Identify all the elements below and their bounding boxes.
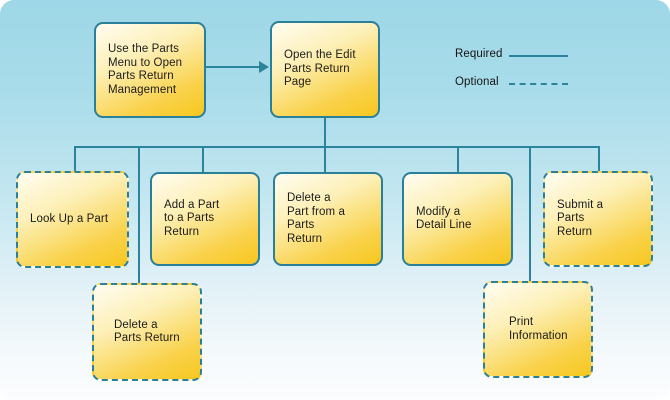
connector-drop-submit: [598, 146, 600, 173]
flow-node-delete-parts-return: Delete a Parts Return: [92, 283, 202, 381]
flow-node-label: Use the Parts Menu to Open Parts Return …: [108, 43, 183, 96]
arrow-shaft: [206, 66, 261, 68]
connector-drop-delete-parts-return: [138, 146, 140, 285]
flow-node-label: Print Information: [509, 316, 568, 342]
flow-node-label: Open the Edit Parts Return Page: [284, 49, 356, 89]
flow-node-print-information: Print Information: [483, 281, 593, 378]
connector-trunk: [74, 146, 600, 148]
flow-node-delete-part-from: Delete a Part from a Parts Return: [273, 172, 383, 266]
flow-node-use-parts-menu: Use the Parts Menu to Open Parts Return …: [94, 22, 206, 118]
flow-node-label: Submit a Parts Return: [557, 198, 604, 238]
legend-required-line: [509, 55, 568, 57]
connector-drop-modify: [457, 146, 459, 174]
legend-optional-label: Optional: [455, 76, 499, 88]
connector-drop-print-information: [529, 146, 531, 283]
arrow-right-icon: [259, 61, 269, 73]
connector-drop-look-up: [74, 146, 76, 173]
flow-node-label: Look Up a Part: [30, 212, 109, 225]
flow-node-modify-detail-line: Modify a Detail Line: [402, 172, 513, 266]
connector-drop-add-part: [202, 146, 204, 174]
flow-node-submit-parts-return: Submit a Parts Return: [543, 171, 653, 267]
legend-required-label: Required: [455, 48, 503, 60]
flow-node-label: Add a Part to a Parts Return: [164, 198, 220, 238]
flow-node-look-up-part: Look Up a Part: [16, 171, 129, 268]
flow-node-label: Modify a Detail Line: [416, 205, 472, 232]
legend-optional-line: [509, 83, 568, 85]
flow-node-open-edit-parts-return: Open the Edit Parts Return Page: [270, 21, 380, 118]
flow-node-label: Delete a Parts Return: [114, 318, 180, 345]
flow-node-label: Delete a Part from a Parts Return: [287, 192, 345, 245]
flow-node-add-part: Add a Part to a Parts Return: [150, 172, 260, 266]
